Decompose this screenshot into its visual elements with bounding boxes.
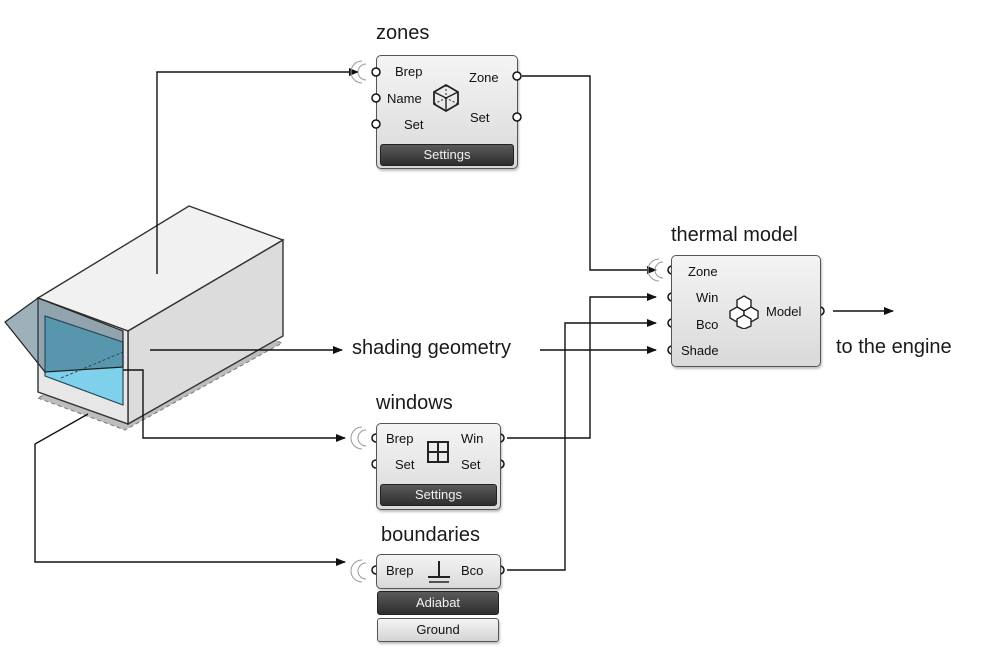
zones-input-brep[interactable]: Brep [395, 64, 423, 79]
zones-title: zones [376, 22, 430, 44]
boundaries-output-bco[interactable]: Bco [461, 563, 484, 578]
window-glass [44, 315, 124, 406]
wire-window-to-windows [123, 369, 346, 442]
windows-input-brep[interactable]: Brep [386, 431, 414, 446]
windows-component[interactable]: Brep Set Win Set Settings [376, 423, 501, 510]
wire-roof-to-zones [156, 68, 359, 274]
wires [34, 68, 894, 571]
windows-output-win[interactable]: Win [461, 431, 484, 446]
zones-component[interactable]: Brep Name Set Zone Set Settings [376, 55, 518, 169]
shading-geometry-label: shading geometry [352, 337, 511, 359]
building-illustration [4, 205, 285, 431]
boundaries-input-brep[interactable]: Brep [386, 563, 414, 578]
model-input-win[interactable]: Win [696, 290, 719, 305]
input-signal-marks [350, 60, 664, 583]
wire-win-to-model [507, 293, 657, 439]
boundaries-title: boundaries [381, 524, 480, 546]
zone-icon [433, 84, 459, 112]
ground-button[interactable]: Ground [377, 618, 499, 642]
windows-output-set[interactable]: Set [461, 457, 481, 472]
ground-icon [428, 561, 450, 583]
to-the-engine-label: to the engine [836, 336, 952, 358]
thermal-model-component[interactable]: Zone Win Bco Shade Model [671, 255, 821, 367]
adiabat-button[interactable]: Adiabat [377, 591, 499, 615]
zones-settings-button[interactable]: Settings [380, 144, 514, 166]
windows-input-set[interactable]: Set [395, 457, 415, 472]
windows-title: windows [376, 392, 453, 414]
zones-output-set[interactable]: Set [470, 110, 490, 125]
cubes-icon [729, 295, 759, 329]
wire-ground-to-boundaries [34, 413, 346, 566]
wire-bco-to-model [507, 319, 657, 571]
model-input-zone[interactable]: Zone [688, 264, 718, 279]
window-frame-detail [60, 351, 124, 379]
model-output-model[interactable]: Model [766, 304, 802, 319]
shading-overhang [4, 297, 124, 373]
zones-input-set[interactable]: Set [404, 117, 424, 132]
model-input-bco[interactable]: Bco [696, 317, 719, 332]
window-icon [427, 441, 449, 463]
zones-input-name[interactable]: Name [387, 91, 422, 106]
windows-settings-button[interactable]: Settings [380, 484, 497, 506]
boundaries-component[interactable]: Brep Bco [376, 554, 501, 589]
wire-zone-to-model [522, 75, 657, 274]
model-input-shade[interactable]: Shade [681, 343, 719, 358]
zones-output-zone[interactable]: Zone [469, 70, 499, 85]
thermal-model-title: thermal model [671, 224, 798, 246]
